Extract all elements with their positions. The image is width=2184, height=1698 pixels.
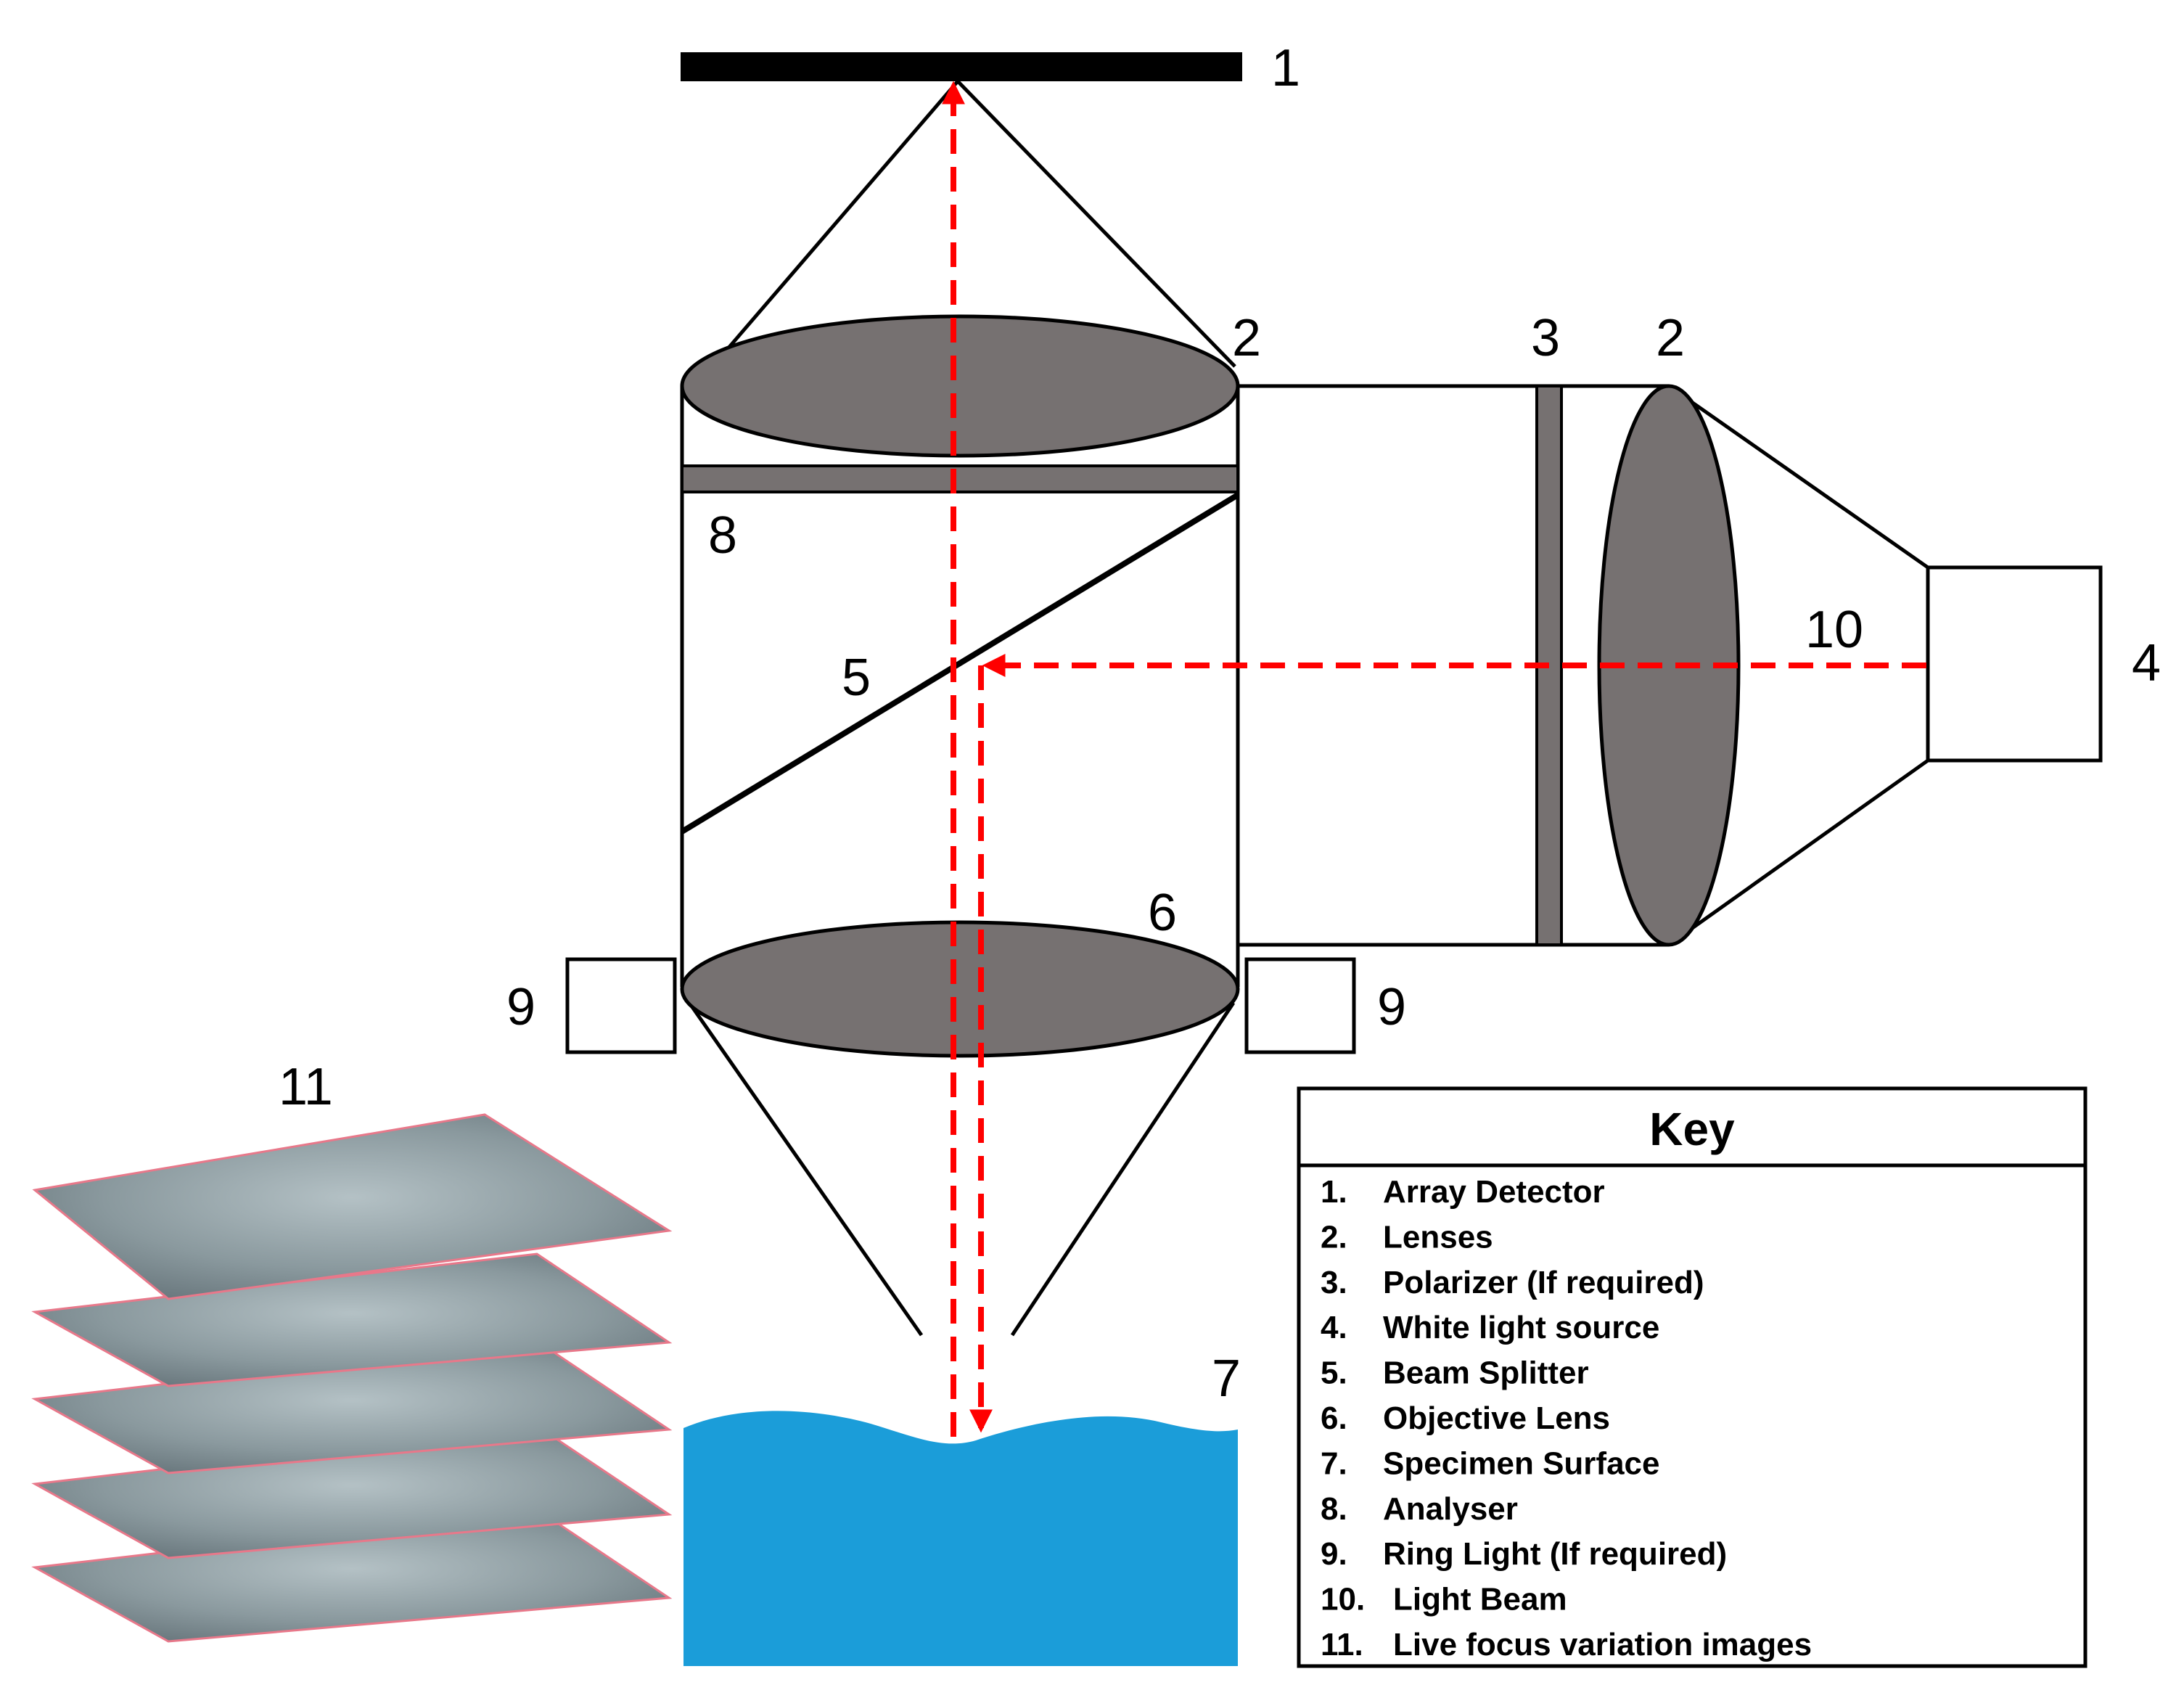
key-item-text: White light source <box>1383 1310 1659 1345</box>
label-lens-top: 2 <box>1232 309 1261 367</box>
label-polarizer: 3 <box>1531 309 1560 367</box>
objective-cone-right <box>1010 1001 1236 1337</box>
lens-top <box>680 314 1240 458</box>
label-image-stack: 11 <box>279 1058 333 1116</box>
key-item-number: 4. <box>1321 1310 1347 1345</box>
key-item-text: Ring Light (If required) <box>1383 1536 1727 1572</box>
source-cone-bottom <box>1667 758 1929 947</box>
key-item-text: Objective Lens <box>1383 1400 1610 1436</box>
label-analyser: 8 <box>708 506 737 565</box>
label-ring-light-left: 9 <box>506 978 535 1036</box>
label-specimen: 7 <box>1212 1350 1241 1408</box>
image-stack <box>31 1113 673 1643</box>
key-item-number: 10. <box>1321 1582 1365 1617</box>
label-light-source: 4 <box>2132 634 2161 692</box>
key-item-number: 11. <box>1321 1627 1363 1662</box>
key-frame <box>1297 1086 2087 1668</box>
key-item-text: Light Beam <box>1393 1582 1567 1617</box>
objective-cone-left <box>687 1001 924 1337</box>
label-array-detector: 1 <box>1271 39 1300 97</box>
key-item-text: Polarizer (If required) <box>1383 1265 1704 1300</box>
key-item-number: 9. <box>1321 1536 1347 1572</box>
key-item-text: Beam Splitter <box>1383 1355 1589 1391</box>
label-beam-splitter: 5 <box>842 649 871 707</box>
detector-cone-left <box>711 80 959 368</box>
focus-image <box>31 1252 673 1387</box>
analyser <box>681 464 1239 493</box>
key-list: 1. Array Detector 2. Lenses 3. Polarizer (If … <box>1321 1174 1812 1662</box>
key-item-text: Array Detector <box>1383 1174 1605 1210</box>
key-item-number: 7. <box>1321 1445 1347 1481</box>
detector-cone-right <box>956 80 1236 368</box>
key-item-number: 2. <box>1321 1219 1347 1255</box>
label-lens-side: 2 <box>1656 309 1685 367</box>
key-item-text: Live focus variation images <box>1393 1627 1812 1662</box>
key-item-text: Lenses <box>1383 1219 1493 1255</box>
objective-lens <box>680 920 1240 1058</box>
key-title: Key <box>1649 1103 1735 1155</box>
key-box: Key 1. Array Detector 2. Lenses 3. Polarizer … <box>1297 1086 2087 1668</box>
beam-splitter <box>680 492 1240 834</box>
key-item-text: Analyser <box>1383 1491 1518 1527</box>
key-item-number: 1. <box>1321 1174 1347 1210</box>
key-item-text: Specimen Surface <box>1383 1445 1660 1481</box>
white-light-source <box>1926 565 2103 763</box>
label-light-beam: 10 <box>1805 601 1863 659</box>
ring-light-left <box>565 957 677 1054</box>
label-objective-lens: 6 <box>1148 884 1177 942</box>
focus-image <box>32 1113 673 1300</box>
key-item-number: 5. <box>1321 1355 1347 1391</box>
label-ring-light-right: 9 <box>1377 978 1406 1036</box>
source-cone-top <box>1667 384 1929 570</box>
array-detector <box>681 52 1242 81</box>
key-item-number: 8. <box>1321 1491 1347 1527</box>
specimen-surface <box>683 1411 1238 1666</box>
key-item-number: 3. <box>1321 1265 1347 1300</box>
key-item-number: 6. <box>1321 1400 1347 1436</box>
ring-light-right <box>1244 957 1356 1054</box>
lens-side <box>1597 384 1741 947</box>
